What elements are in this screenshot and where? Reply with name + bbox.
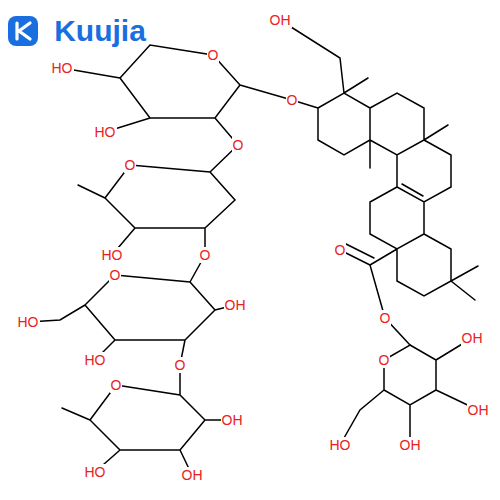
ester-glucose — [340, 338, 478, 445]
atom-label: HO — [84, 464, 107, 480]
atom-label: O — [232, 137, 245, 153]
atom-label: HO — [94, 124, 117, 140]
atom-label: O — [334, 242, 347, 258]
xylose-ring — [62, 45, 292, 145]
atom-label: HO — [101, 247, 124, 263]
glucose-ring — [28, 255, 235, 365]
aglycone-rings — [280, 20, 478, 345]
atom-label: O — [110, 377, 123, 393]
atom-label: OH — [269, 12, 292, 28]
atom-label: HO — [329, 437, 352, 453]
logo-text: Kuujia — [53, 15, 147, 47]
terminal-rhamnose-ring — [62, 365, 232, 475]
atom-label: O — [207, 47, 220, 63]
atom-label: O — [379, 310, 392, 326]
atom-label: O — [109, 267, 122, 283]
atom-label: HO — [51, 60, 74, 76]
atom-label: O — [378, 352, 391, 368]
atom-label: O — [124, 157, 137, 173]
atom-label: OH — [399, 437, 422, 453]
logo-icon — [8, 16, 38, 46]
atom-label: HO — [17, 314, 40, 330]
atom-label: O — [174, 357, 187, 373]
atom-label: HO — [84, 352, 107, 368]
atom-label: OH — [461, 330, 484, 346]
atom-label: OH — [181, 467, 204, 483]
atom-label: O — [286, 92, 299, 108]
atom-label: O — [199, 247, 212, 263]
atom-label: OH — [467, 402, 490, 418]
rhamnose-ring — [78, 145, 238, 255]
atom-label: OH — [221, 412, 244, 428]
atom-label: OH — [224, 297, 247, 313]
